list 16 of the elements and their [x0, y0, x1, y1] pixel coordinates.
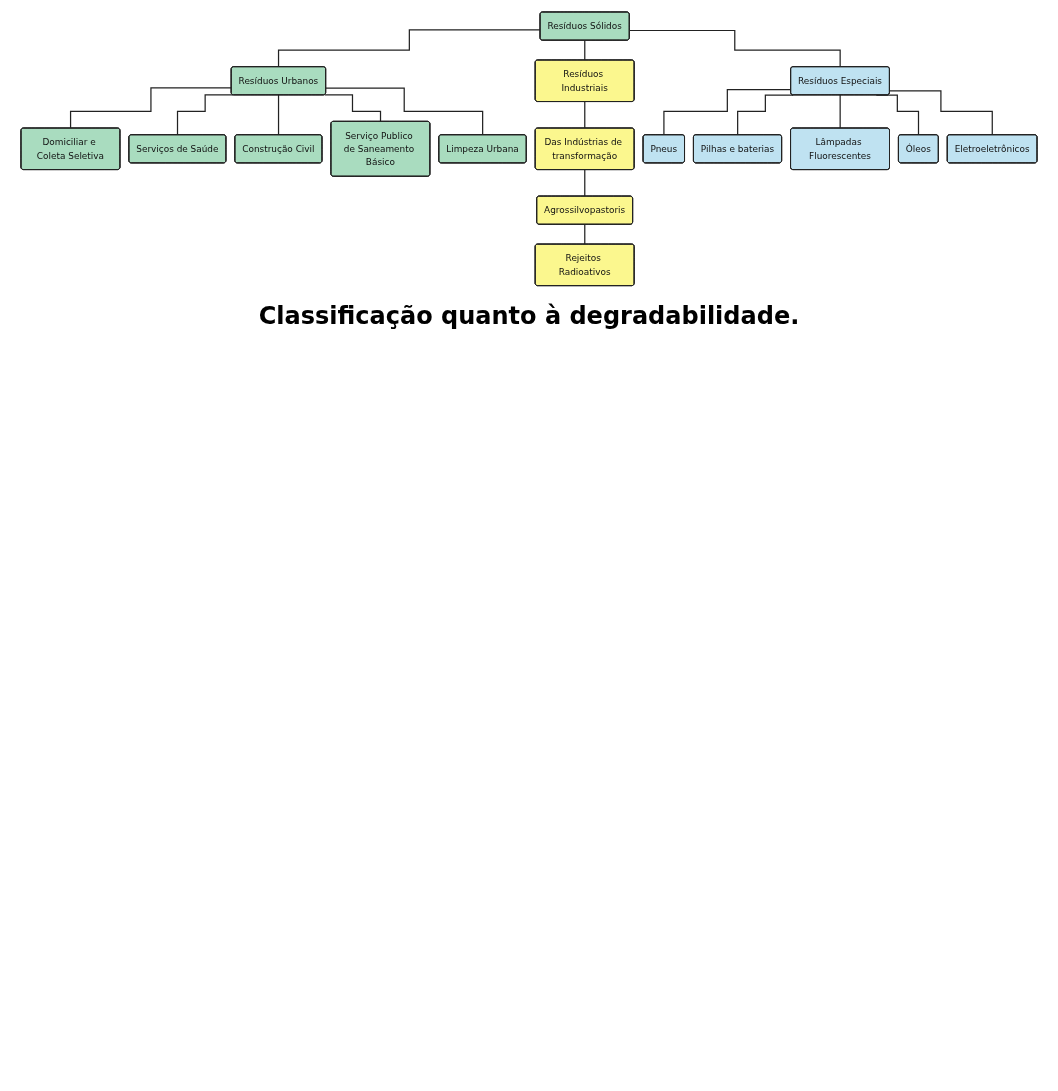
connector — [277, 94, 280, 136]
connector — [584, 169, 586, 197]
connector — [584, 101, 586, 129]
connector — [69, 87, 233, 129]
connector — [737, 94, 794, 136]
connector — [176, 94, 234, 136]
connector — [323, 94, 382, 123]
connector — [584, 223, 586, 245]
connector — [663, 88, 792, 136]
connector — [325, 87, 484, 136]
connector — [839, 94, 841, 129]
connector — [889, 90, 993, 136]
connector — [277, 29, 541, 68]
figure-caption: Classificação quanto à degradabilidade. — [257, 301, 801, 330]
connector — [584, 39, 586, 61]
connector — [628, 29, 841, 68]
